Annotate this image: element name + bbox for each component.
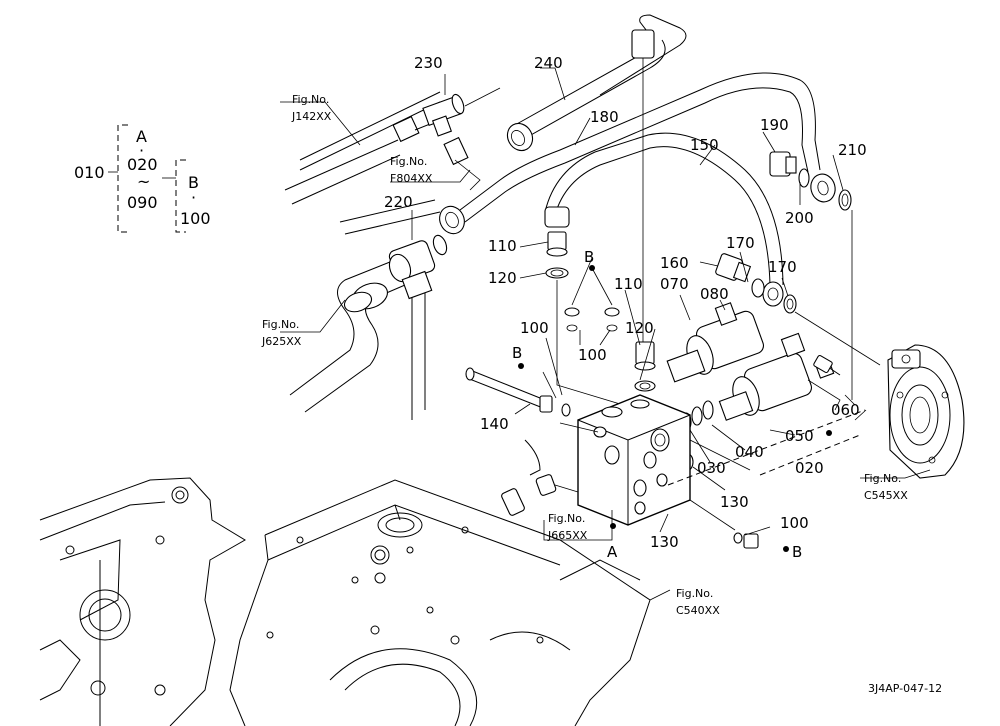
part-130-bottom: 130 [650,533,679,551]
part-040: 040 [735,443,764,461]
fittings-110-120-drawing [545,231,656,411]
legend-010: 010 [74,163,105,182]
valve-block-drawing [559,394,751,531]
figref-j142-code: J142XX [291,110,332,123]
legend-dot-b: · [191,188,196,207]
part-100-upper: 100 [520,319,549,337]
leader-lines [280,67,931,601]
flange-drawing [794,311,965,479]
marker-dots [518,265,832,552]
pipe-240-drawing [506,14,687,360]
part-100-center: 100 [578,346,607,364]
drawing-code: 3J4AP-047-12 [868,682,942,695]
figref-c540-code: C540XX [676,604,720,617]
part-070: 070 [660,275,689,293]
figref-c540-label: Fig.No. [676,587,713,600]
part-190: 190 [760,116,789,134]
figref-c545-code: C545XX [864,489,908,502]
tee-fitting-230-drawing [422,87,501,191]
part-170-right: 170 [768,258,797,276]
figref-j665-code: J665XX [547,529,588,542]
letter-a-bottom: A [607,543,618,561]
legend-090: 090 [127,193,158,212]
figref-f804-label: Fig.No. [390,155,427,168]
figref-j625-code: J625XX [261,335,302,348]
figref-c545-label: Fig.No. [864,472,901,485]
part-140: 140 [480,415,509,433]
elbow-fitting-220-drawing [388,205,465,300]
part-020: 020 [795,459,824,477]
pipe-150-drawing [544,132,784,307]
fittings-190-200-210-drawing [769,151,853,400]
part-110-top: 110 [488,237,517,255]
figref-f804-code: F804XX [390,172,433,185]
part-180: 180 [590,108,619,126]
part-100-lower: 100 [780,514,809,532]
figref-j665-label: Fig.No. [548,512,585,525]
legend-letter-b: B [188,173,199,192]
part-200: 200 [785,209,814,227]
letter-b-left: B [512,344,522,362]
letter-b-top: B [584,248,594,266]
part-160: 160 [660,254,689,272]
part-220: 220 [384,193,413,211]
part-210: 210 [838,141,867,159]
figref-j625-label: Fig.No. [262,318,299,331]
hoses-drawing [284,91,441,420]
legend-dot-a: · [139,141,144,160]
part-050: 050 [785,427,814,445]
part-230: 230 [414,54,443,72]
bolt-and-plugs-drawing [465,307,759,549]
part-120-mid: 120 [625,319,654,337]
legend-tilde: ~ [137,172,150,191]
part-030: 030 [697,459,726,477]
legend-100: 100 [180,209,211,228]
part-110-mid: 110 [614,275,643,293]
part-170-left: 170 [726,234,755,252]
part-120-top: 120 [488,269,517,287]
part-130-right: 130 [720,493,749,511]
part-150: 150 [690,136,719,154]
part-240: 240 [534,54,563,72]
letter-b-right: B [792,543,802,561]
part-060: 060 [831,401,860,419]
legend-020: 020 [127,155,158,174]
figref-j142-label: Fig.No. [292,93,329,106]
legend-letter-a: A [136,127,147,146]
pipe-180-drawing [459,72,836,223]
fittings-160-170-drawing [715,253,797,314]
part-080: 080 [700,285,729,303]
solenoid-valves-drawing [666,302,841,421]
legend-brackets [108,124,186,233]
